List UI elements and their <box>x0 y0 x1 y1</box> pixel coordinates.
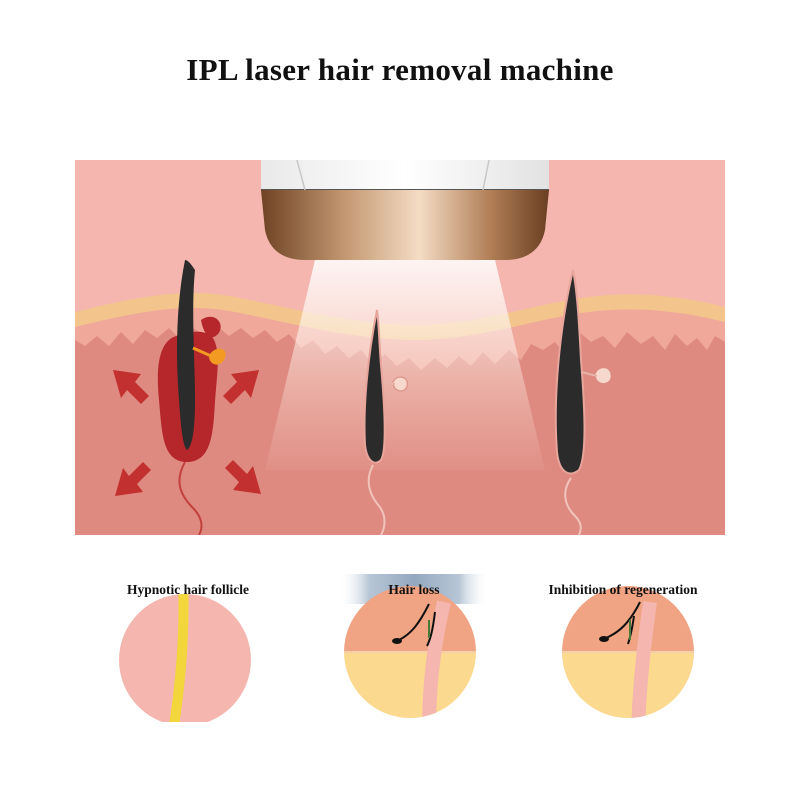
hypnotic-follicle-icon <box>119 594 251 722</box>
stage-label: Hair loss <box>388 582 440 597</box>
sebaceous-gland-icon <box>209 348 226 365</box>
skin-cross-section-illustration <box>75 160 725 535</box>
normal-hair <box>554 269 612 535</box>
ipl-device-icon <box>261 160 549 260</box>
stage-hair-loss: Hair loss <box>329 572 499 722</box>
light-beam <box>265 260 545 470</box>
heated-hair-follicle <box>157 260 226 535</box>
page-title: IPL laser hair removal machine <box>186 52 614 87</box>
stage-hypnotic-hair-follicle: Hypnotic hair follicle <box>103 572 273 722</box>
stage-label: Hypnotic hair follicle <box>127 582 249 597</box>
heat-arrow-icon <box>113 370 261 496</box>
inhibition-regeneration-icon <box>562 586 694 718</box>
stage-inhibition-of-regeneration: Inhibition of regeneration <box>548 572 718 722</box>
thinning-hair <box>363 309 408 535</box>
stage-label: Inhibition of regeneration <box>548 582 698 597</box>
hair-loss-icon <box>339 574 489 718</box>
epidermis-band <box>75 292 725 340</box>
